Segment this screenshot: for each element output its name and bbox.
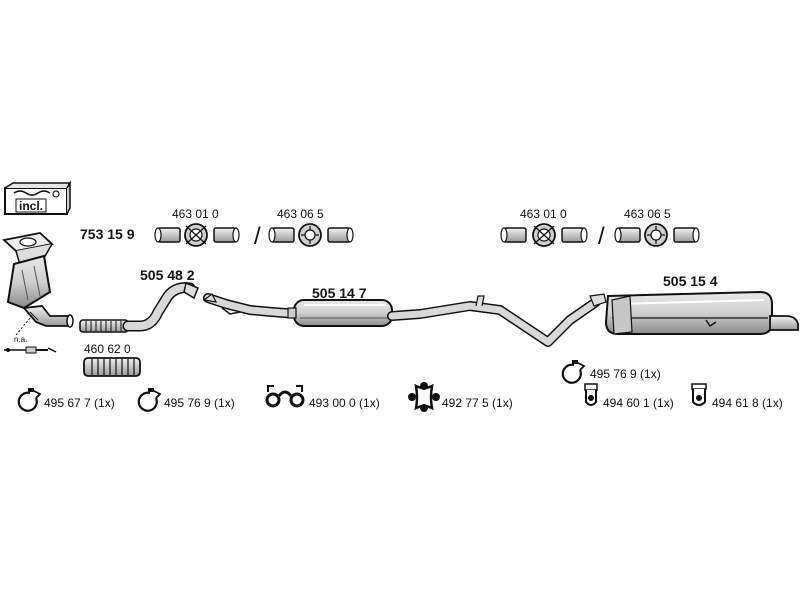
mounting-bracket-icon	[691, 383, 707, 406]
middle-silencer	[287, 299, 393, 327]
kit-box-label: incl.	[19, 199, 43, 213]
mounting-bracket-icon	[584, 383, 598, 406]
clamp-icon	[17, 388, 42, 412]
middle-pipe	[202, 293, 303, 319]
clamp-set-right: 463 01 0 463 06 5 /	[500, 207, 700, 250]
clamp-set-right-number-a: 463 01 0	[520, 207, 567, 221]
flex-pipe	[83, 357, 141, 377]
fitting-number: 492 77 5 (1x)	[442, 396, 513, 410]
rear-silencer-part-number: 505 15 4	[663, 273, 718, 289]
rear-silencer	[604, 290, 799, 335]
fitting-number: 494 61 8 (1x)	[712, 396, 783, 410]
front-pipe-part-number: 505 48 2	[140, 267, 195, 283]
sleeve-clamp-icon	[268, 223, 354, 247]
middle-silencer-part-number: 505 14 7	[312, 285, 367, 301]
lambda-sensor-icon	[4, 317, 57, 354]
clamp-set-left-number-b: 463 06 5	[277, 207, 324, 221]
link-pipe	[387, 293, 607, 347]
clamp-set-left-separator: /	[254, 223, 261, 250]
rubber-hanger-icon	[265, 385, 305, 408]
clamp-icon	[137, 388, 162, 412]
sensor-note: n.a.	[14, 335, 27, 344]
sleeve-clamp-icon	[614, 223, 700, 247]
flex-pipe-part-number: 460 62 0	[84, 342, 131, 356]
fitting-number: 495 76 9 (1x)	[164, 396, 235, 410]
rubber-ring-icon	[408, 382, 440, 412]
fitting-number: 494 60 1 (1x)	[603, 396, 674, 410]
catalytic-converter	[2, 232, 74, 328]
front-pipe	[79, 281, 199, 333]
fitting-number: 495 76 9 (1x)	[590, 367, 661, 381]
kit-box-icon: incl.	[4, 180, 72, 215]
clamp-set-left-number-a: 463 01 0	[172, 207, 219, 221]
fitting-item: 495 76 9 (1x)	[561, 360, 661, 384]
clamp-icon	[561, 360, 586, 384]
fitting-number: 493 00 0 (1x)	[309, 396, 380, 410]
fitting-item: 492 77 5 (1x)	[408, 382, 513, 412]
fitting-item: 495 76 9 (1x)	[137, 388, 235, 412]
sleeve-clamp-icon	[500, 223, 588, 247]
fitting-number: 495 67 7 (1x)	[44, 396, 115, 410]
fitting-item: 494 61 8 (1x)	[691, 383, 783, 410]
fitting-item: 494 60 1 (1x)	[584, 383, 674, 410]
fitting-item: 495 67 7 (1x)	[17, 388, 115, 412]
catalyst-part-number: 753 15 9	[80, 226, 135, 242]
clamp-set-left: 463 01 0 463 06 5 /	[154, 207, 354, 250]
clamp-set-right-number-b: 463 06 5	[624, 207, 671, 221]
fitting-item: 493 00 0 (1x)	[265, 385, 380, 410]
clamp-set-right-separator: /	[598, 223, 605, 250]
sleeve-clamp-icon	[154, 223, 240, 247]
